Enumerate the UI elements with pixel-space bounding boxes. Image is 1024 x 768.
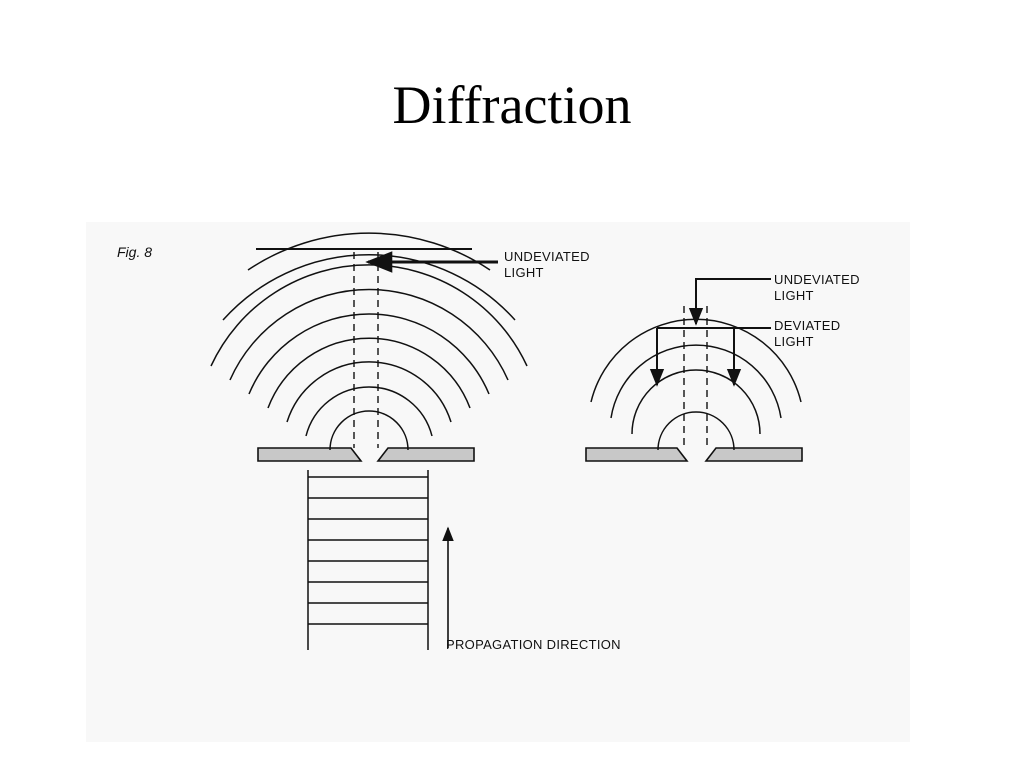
figure-label: Fig. 8 [117, 244, 152, 260]
wavefront-arc [329, 410, 409, 451]
slit-plate-right [704, 447, 803, 462]
plane-wavefronts [307, 470, 429, 650]
slit-plate-left [257, 447, 363, 462]
propagation-label: PROPAGATION DIRECTION [446, 637, 621, 652]
wavefront-arc [286, 361, 452, 423]
undeviated-label-left-1: UNDEVIATED [504, 249, 590, 264]
slide-title: Diffraction [392, 75, 632, 135]
diffracted-wavefronts [210, 232, 528, 451]
diffraction-figure: Fig. 8 [86, 222, 910, 742]
right-diagram: UNDEVIATED LIGHT DEVIATED LIGHT [585, 272, 860, 462]
wavefront-arc [248, 313, 490, 395]
wavefront-arc [305, 386, 433, 437]
diffracted-wavefronts [590, 318, 802, 451]
undeviated-label-left-2: LIGHT [504, 265, 544, 280]
wavefront-arc [631, 369, 761, 435]
undeviated-label-right-1: UNDEVIATED [774, 272, 860, 287]
wavefront-arc [610, 344, 782, 419]
wavefront-arc [657, 411, 735, 451]
deviated-label-1: DEVIATED [774, 318, 840, 333]
deviated-label-2: LIGHT [774, 334, 814, 349]
wavefront-arc [229, 288, 509, 381]
undeviated-label-right-2: LIGHT [774, 288, 814, 303]
undeviated-pointer-arrow [688, 278, 771, 326]
left-diagram: UNDEVIATED LIGHT PROPAGATION DIRECTION [210, 232, 621, 652]
diffraction-diagram: Fig. 8 [117, 232, 860, 652]
slit-plate-right [376, 447, 475, 462]
wavefront-arc [267, 337, 471, 409]
undeviated-beam-bounds [353, 252, 379, 448]
wavefront-arc [210, 264, 528, 367]
deviated-pointer-arrows [649, 327, 771, 387]
wavefront-arc [247, 232, 491, 271]
wavefront-arc [590, 318, 802, 403]
slit-plate-left [585, 447, 689, 462]
